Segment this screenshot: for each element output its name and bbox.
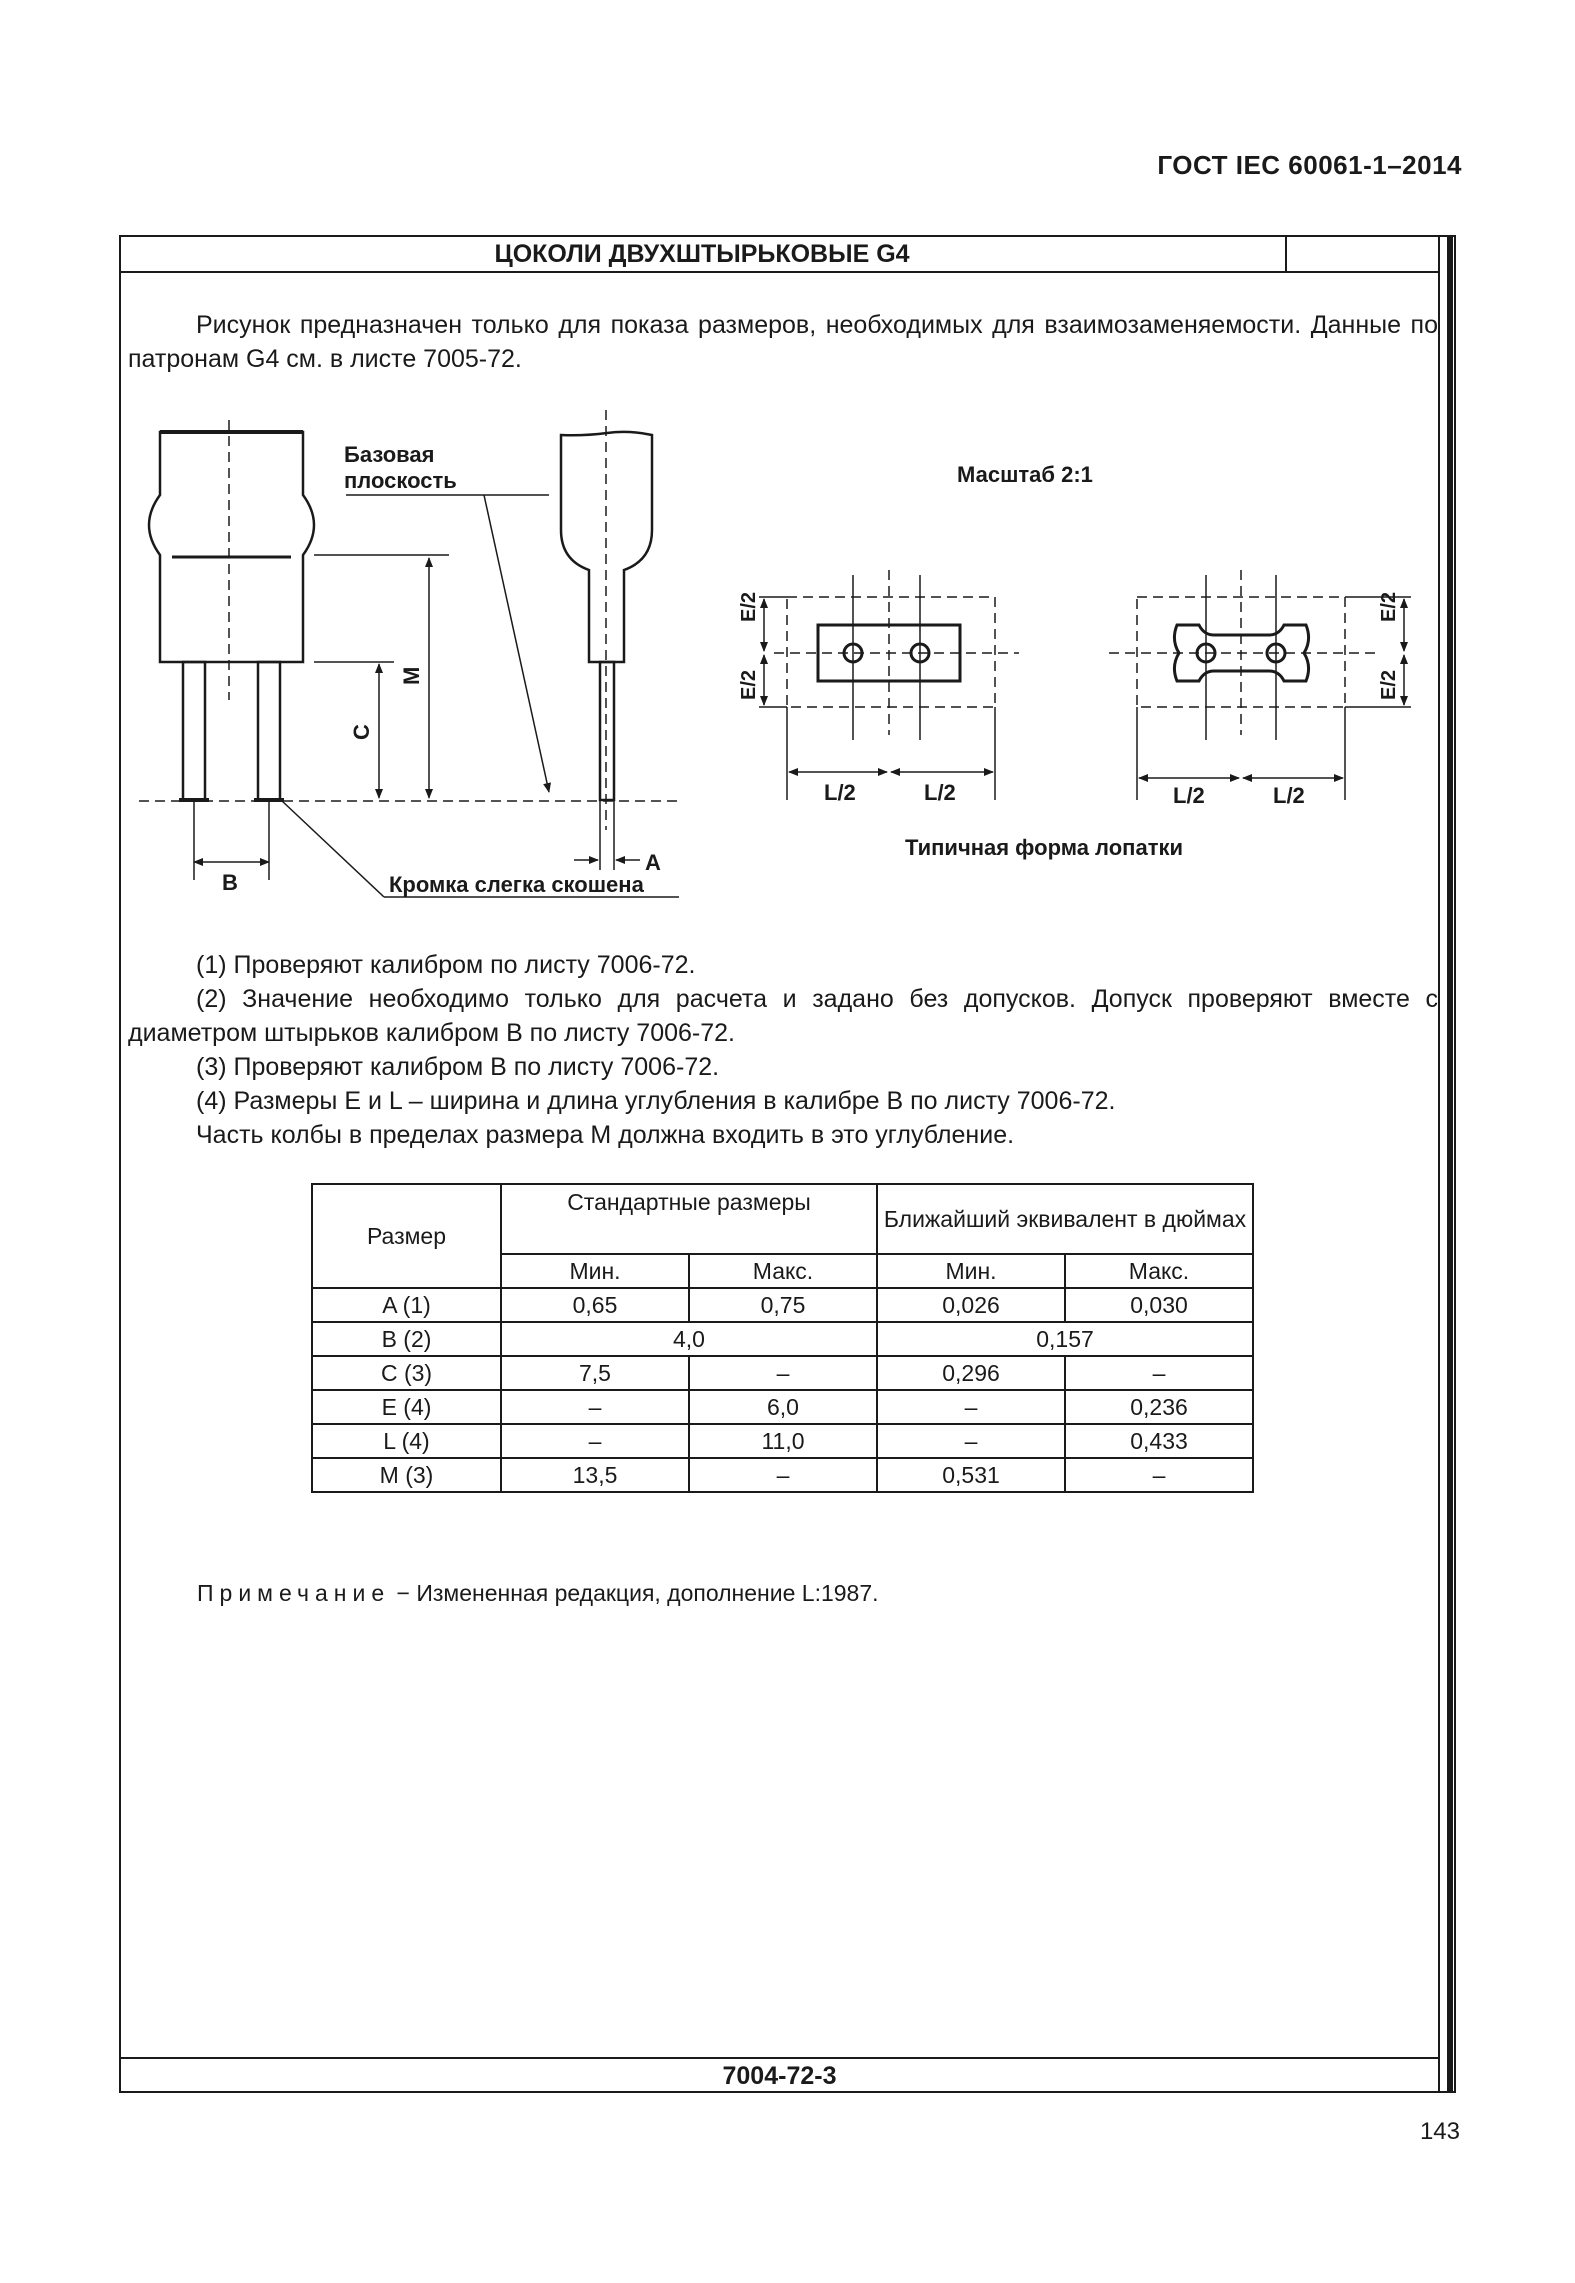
base-plane-label-1: Базовая — [344, 442, 434, 467]
title-cell-divider — [1285, 235, 1287, 273]
table-cell: 6,0 — [688, 1389, 878, 1425]
table-cell: 0,236 — [1064, 1389, 1254, 1425]
table-cell: 13,5 — [500, 1457, 690, 1493]
note-5: Часть колбы в пределах размера M должна … — [196, 1121, 1015, 1149]
base-plane-lines — [139, 494, 679, 802]
note-3: (3) Проверяют калибром B по листу 7006-7… — [196, 1053, 720, 1081]
header-inch-max: Макс. — [1064, 1253, 1254, 1289]
dim-a-label: A — [645, 850, 661, 875]
sheet-number: 7004-72-3 — [722, 2062, 837, 2090]
table-cell: C (3) — [311, 1355, 502, 1391]
table-cell: 11,0 — [688, 1423, 878, 1459]
intro-paragraph: Рисунок предназначен только для показа р… — [128, 311, 1438, 373]
table-row: C (3) 7,5 – 0,296 – — [311, 1355, 1254, 1391]
header-inch: Ближайший эквивалент в дюймах — [876, 1183, 1254, 1255]
table-cell: – — [500, 1389, 690, 1425]
blade-dogbone — [1109, 570, 1411, 800]
table-cell: 0,433 — [1064, 1423, 1254, 1459]
table-cell: 4,0 — [500, 1321, 878, 1357]
remark-label: Примечание — [197, 1580, 391, 1606]
header-size: Размер — [311, 1183, 502, 1289]
lamp-side-view — [559, 410, 654, 830]
table-cell: – — [688, 1355, 878, 1391]
dim-l2-label-4: L/2 — [1273, 783, 1305, 808]
standard-header: ГОСТ IEC 60061-1–2014 — [1157, 150, 1462, 180]
scale-label: Масштаб 2:1 — [957, 462, 1093, 487]
dim-e2-label-4: E/2 — [1378, 670, 1400, 700]
table-cell: 7,5 — [500, 1355, 690, 1391]
table-cell: 0,157 — [876, 1321, 1254, 1357]
dim-b-label: B — [222, 870, 238, 895]
note-1: (1) Проверяют калибром по листу 7006-72. — [196, 951, 696, 979]
technical-drawing: Базовая плоскость M C B A Кромка слегка … — [139, 410, 1411, 898]
dimension-lines — [193, 557, 679, 898]
table-cell: – — [1064, 1457, 1254, 1493]
frame-thick-line — [1447, 235, 1453, 2093]
remark: Примечание − Измененная редакция, дополн… — [197, 1580, 879, 1607]
table-row: B (2) 4,0 0,157 — [311, 1321, 1254, 1357]
frame-inner-line — [1438, 235, 1440, 2093]
table-cell: 0,75 — [688, 1287, 878, 1323]
table-cell: 0,531 — [876, 1457, 1066, 1493]
dim-e2-label-1: E/2 — [738, 592, 760, 622]
dim-c-label: C — [349, 724, 374, 740]
header-inch-min: Мин. — [876, 1253, 1066, 1289]
table-cell: 0,296 — [876, 1355, 1066, 1391]
table-cell: 0,026 — [876, 1287, 1066, 1323]
header-std-max: Макс. — [688, 1253, 878, 1289]
dim-l2-label-2: L/2 — [924, 780, 956, 805]
dim-l2-label-3: L/2 — [1173, 783, 1205, 808]
footer-divider — [119, 2057, 1440, 2059]
blade-shape-label: Типичная форма лопатки — [905, 835, 1183, 860]
header-std-min: Мин. — [500, 1253, 690, 1289]
dimensions-table: Размер Стандартные размеры Ближайший экв… — [311, 1183, 1254, 1493]
table-row: L (4) – 11,0 – 0,433 — [311, 1423, 1254, 1459]
note-4: (4) Размеры E и L – ширина и длина углуб… — [196, 1087, 1116, 1115]
title-row — [119, 235, 1440, 273]
table-cell: 0,030 — [1064, 1287, 1254, 1323]
table-row: M (3) 13,5 – 0,531 – — [311, 1457, 1254, 1493]
table-cell: A (1) — [311, 1287, 502, 1323]
table-cell: B (2) — [311, 1321, 502, 1357]
table-cell: L (4) — [311, 1423, 502, 1459]
table-cell: E (4) — [311, 1389, 502, 1425]
sheet-frame — [119, 235, 1456, 2093]
sheet-title: ЦОКОЛИ ДВУХШТЫРЬКОВЫЕ G4 — [494, 240, 910, 268]
dim-l2-label-1: L/2 — [824, 780, 856, 805]
notes-block: (1) Проверяют калибром по листу 7006-72.… — [128, 948, 1438, 1152]
lamp-front-view — [147, 420, 316, 802]
header-standard: Стандартные размеры — [500, 1183, 878, 1255]
dim-m-label: M — [399, 667, 424, 685]
remark-text: − Измененная редакция, дополнение L:1987… — [390, 1580, 879, 1606]
blade-rectangular — [759, 570, 1019, 800]
dim-e2-label-3: E/2 — [1378, 592, 1400, 622]
bevel-label: Кромка слегка скошена — [389, 872, 645, 897]
table-row: E (4) – 6,0 – 0,236 — [311, 1389, 1254, 1425]
table-cell: – — [500, 1423, 690, 1459]
table-cell: – — [688, 1457, 878, 1493]
page-number: 143 — [1419, 2118, 1460, 2145]
note-2: (2) Значение необходимо только для расче… — [128, 985, 1438, 1047]
table-cell: – — [876, 1423, 1066, 1459]
table-row: A (1) 0,65 0,75 0,026 0,030 — [311, 1287, 1254, 1323]
base-plane-label-2: плоскость — [344, 468, 457, 493]
dim-e2-label-2: E/2 — [738, 670, 760, 700]
table-cell: – — [1064, 1355, 1254, 1391]
table-cell: – — [876, 1389, 1066, 1425]
table-cell: 0,65 — [500, 1287, 690, 1323]
table-cell: M (3) — [311, 1457, 502, 1493]
